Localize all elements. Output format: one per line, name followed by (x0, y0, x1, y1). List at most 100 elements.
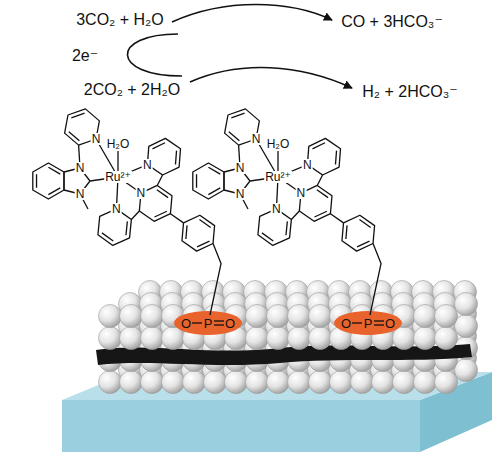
chemical-bond (229, 132, 240, 141)
chemical-bond (286, 221, 287, 235)
chemical-bond (214, 320, 224, 321)
atom-label: N (91, 133, 102, 145)
tio2-particle (393, 327, 416, 350)
tio2-particle (309, 305, 332, 328)
chemical-bond (157, 190, 168, 198)
chemical-bond (317, 175, 322, 185)
electron-label: 2e⁻ (71, 48, 99, 64)
tio2-particle (309, 371, 332, 394)
substrate-front (62, 400, 420, 452)
tio2-particle (162, 371, 185, 394)
tio2-particle (267, 305, 290, 328)
tio2-particle (455, 315, 478, 338)
atom-label: Ru²⁺ (104, 171, 132, 183)
chemical-bond (214, 324, 224, 325)
chemical-bond (157, 175, 162, 185)
tio2-particle (267, 327, 290, 350)
atom-label: N (75, 188, 86, 200)
atom-label: O (180, 317, 192, 330)
chemical-bond (170, 214, 183, 223)
chemical-bond (196, 174, 197, 188)
chemical-bond (374, 324, 384, 325)
tio2-particle (330, 371, 353, 394)
chemical-bond (312, 143, 325, 149)
atom-label: P (203, 317, 214, 330)
chemical-bond (182, 215, 215, 251)
reaction-equation: H₂ + 2HCO₃⁻ (361, 84, 458, 100)
chemical-bond (36, 174, 37, 188)
chemical-bond (126, 221, 127, 235)
tio2-particle (120, 327, 143, 350)
reaction-arrow (172, 5, 332, 23)
chemical-bond (374, 320, 384, 321)
atom-label: N (296, 187, 307, 199)
tio2-particle (141, 327, 164, 350)
reaction-equation: 2CO₂ + 2H₂O (83, 82, 181, 98)
tio2-particle (288, 305, 311, 328)
atom-label: O (224, 317, 236, 330)
tio2-particle (246, 371, 269, 394)
atom-label: N (142, 159, 153, 171)
tio2-particle (99, 371, 122, 394)
chemical-bond (210, 244, 221, 315)
tio2-particle (99, 305, 122, 328)
chemical-bond (352, 322, 362, 323)
chemical-bond (69, 132, 80, 141)
atom-label: H₂O (266, 138, 291, 150)
atom-label: O (384, 317, 396, 330)
chemical-bond (48, 188, 60, 195)
chemical-bond (152, 143, 165, 149)
tio2-particle (246, 305, 269, 328)
chemical-bond (186, 225, 187, 239)
chemical-bond (33, 163, 64, 199)
chemical-bond (102, 233, 113, 241)
atom-label: N (271, 203, 282, 215)
tio2-particle (455, 359, 478, 382)
reaction-equation: CO + 3HCO₃⁻ (340, 14, 444, 30)
tio2-particle (225, 371, 248, 394)
chemical-bond (317, 190, 328, 198)
chemical-bond (197, 241, 209, 247)
atom-label: N (136, 187, 147, 199)
anchor-groups (174, 311, 402, 335)
chemical-bond (48, 167, 60, 174)
tio2-particle (141, 371, 164, 394)
tio2-particle (435, 305, 458, 328)
phosphonate-anchor (174, 311, 242, 335)
electron-bracket (127, 34, 182, 76)
molecule-bonds (33, 109, 384, 325)
reaction-arrow (190, 68, 352, 88)
chemical-bond (330, 214, 343, 223)
sphere-layer (99, 281, 478, 328)
chemical-bond (208, 167, 220, 174)
phosphonate-anchor (334, 311, 402, 335)
tio2-particle (414, 327, 437, 350)
tio2-particle (414, 305, 437, 328)
chemical-bond (342, 215, 375, 251)
tio2-particle (372, 371, 395, 394)
tio2-particle (204, 371, 227, 394)
reaction-equation: 3CO₂ + H₂O (75, 12, 165, 28)
chemical-bond (208, 188, 220, 195)
chemical-bond (357, 241, 369, 247)
atom-label: N (251, 133, 262, 145)
atom-label: O (340, 317, 352, 330)
tio2-particle (246, 327, 269, 350)
tio2-particle (455, 293, 478, 316)
tio2-particle (435, 327, 458, 350)
chemical-bond (291, 211, 299, 220)
chemical-bond (193, 163, 224, 199)
tio2-particle (267, 371, 290, 394)
chemical-bond (346, 225, 347, 239)
chemical-bond (359, 220, 370, 228)
chemical-bond (231, 113, 244, 118)
chemical-bond (175, 151, 176, 165)
tio2-particle (141, 305, 164, 328)
tio2-particle (183, 371, 206, 394)
tio2-particle (120, 305, 143, 328)
tio2-particle (435, 371, 458, 394)
chemical-bond (154, 211, 166, 217)
